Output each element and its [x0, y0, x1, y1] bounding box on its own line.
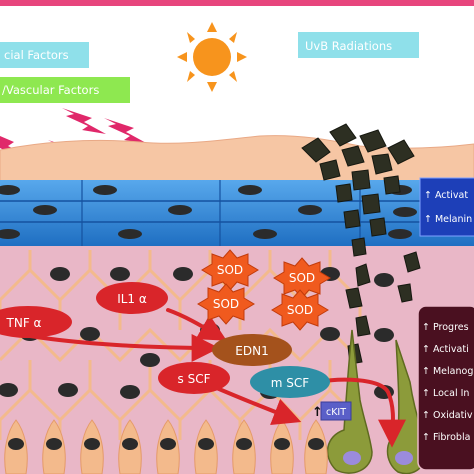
sod-label-3: SOD: [213, 297, 239, 311]
top-bar: [0, 0, 474, 6]
tnf-label: TNF α: [6, 316, 42, 330]
effects-item-1: ↑ Progres: [422, 322, 469, 333]
activation-item-2: ↑ Melanin: [424, 214, 472, 225]
melanin-cluster-icon: [301, 123, 421, 365]
basal-nuclei: [8, 438, 324, 450]
sun-icon: [177, 22, 247, 92]
effects-item-5: ↑ Oxidativ: [422, 410, 473, 421]
activation-item-1: ↑ Activat: [424, 190, 468, 201]
il1-oval: IL1 α: [96, 282, 168, 314]
effects-item-2: ↑ Activati: [422, 344, 469, 355]
ckit-box: cKIT: [320, 401, 352, 421]
sod-star-2: SOD: [273, 257, 331, 299]
facial-factors-label: cial Factors: [4, 48, 69, 62]
vascular-factors-label: /Vascular Factors: [2, 83, 99, 97]
sod-star-1: SOD: [201, 249, 259, 291]
ckit-up-arrow: ↑: [312, 405, 323, 420]
tnf-oval: TNF α: [0, 306, 72, 338]
uvb-label: UvB Radiations: [305, 39, 392, 53]
il1-label: IL1 α: [117, 292, 147, 306]
sscf-oval: s SCF: [158, 362, 230, 394]
sod-label-1: SOD: [217, 263, 243, 277]
sod-star-3: SOD: [197, 283, 255, 325]
ckit-label: cKIT: [326, 407, 346, 418]
sod-label-4: SOD: [287, 303, 313, 317]
edn1-oval: EDN1: [212, 334, 292, 366]
mscf-label: m SCF: [271, 376, 310, 390]
arrow-icon: [28, 308, 407, 448]
sod-star-4: SOD: [271, 289, 329, 331]
effects-item-6: ↑ Fibrobla: [422, 432, 470, 443]
edn1-label: EDN1: [235, 344, 268, 358]
vascular-factors-box: /Vascular Factors: [0, 77, 130, 103]
sscf-label: s SCF: [178, 372, 211, 386]
epidermis-layer: [0, 180, 474, 246]
facial-factors-box: cial Factors: [0, 42, 89, 68]
activation-panel: ↑ Activat ↑ Melanin: [419, 177, 474, 237]
sod-label-2: SOD: [289, 271, 315, 285]
mscf-oval: m SCF: [250, 366, 330, 398]
basal-cells: [4, 419, 328, 474]
effects-item-4: ↑ Local In: [422, 388, 469, 399]
effects-panel: ↑ Progres ↑ Activati ↑ Melanog ↑ Local I…: [417, 305, 474, 471]
effects-item-3: ↑ Melanog: [422, 366, 473, 377]
uvb-box: UvB Radiations: [298, 32, 419, 58]
